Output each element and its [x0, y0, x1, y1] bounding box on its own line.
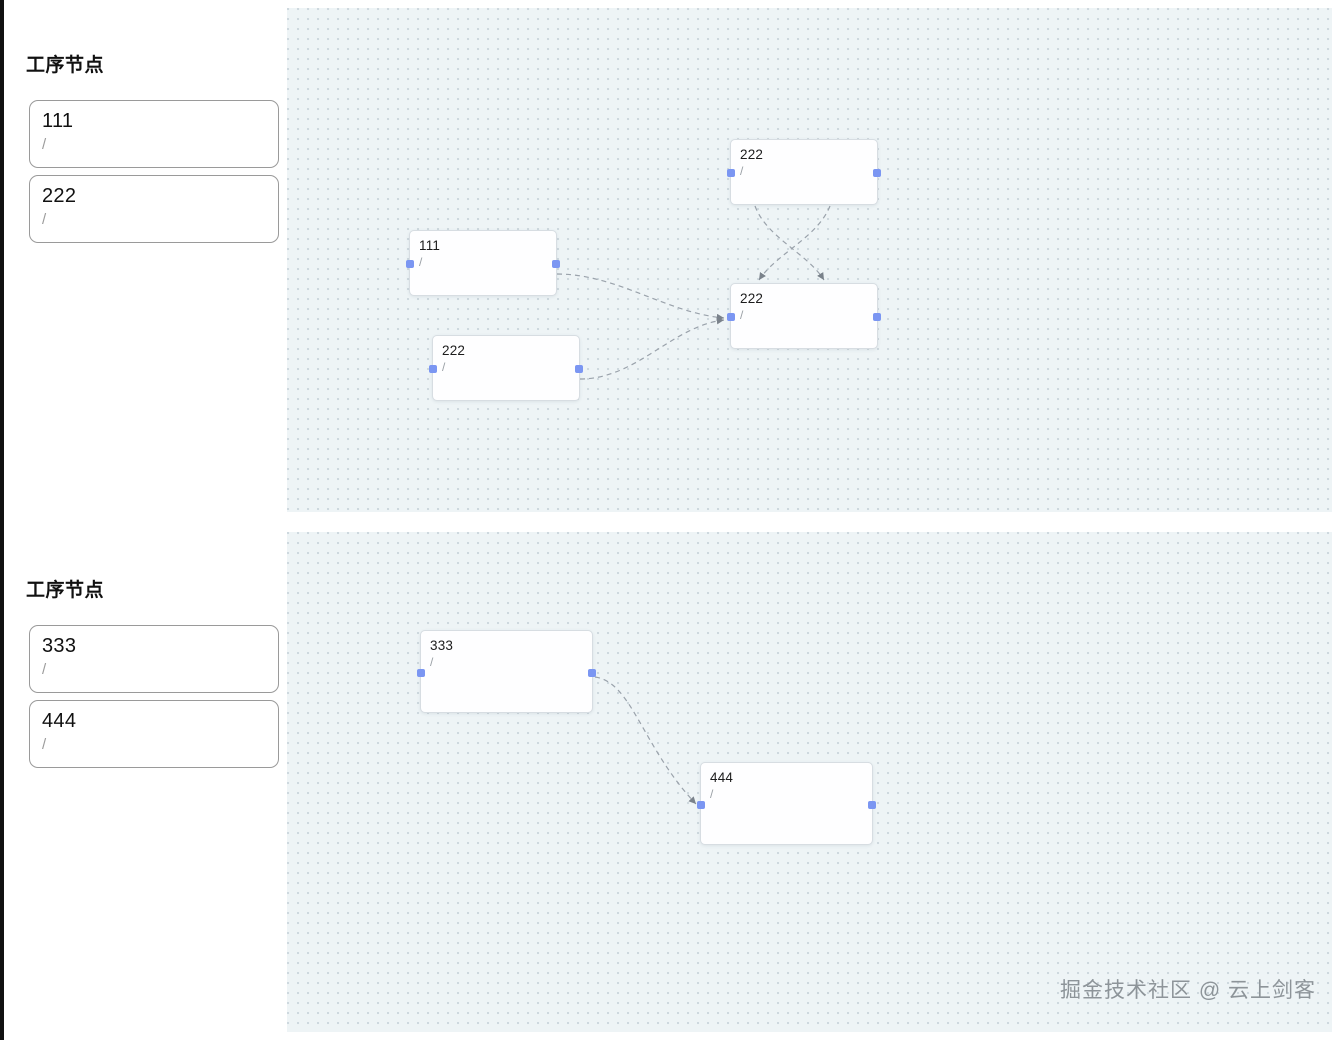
- flow-node-label: 222: [442, 343, 466, 358]
- sidebar-title: 工序节点: [26, 55, 105, 76]
- flow-node[interactable]: 222 /: [727, 139, 881, 205]
- flow-node[interactable]: 222 /: [429, 335, 583, 401]
- node-handle-right[interactable]: [588, 668, 596, 677]
- sidebar-top: 工序节点 111 / 222 /: [4, 0, 287, 512]
- sidebar-card-sub: /: [42, 211, 47, 228]
- sidebar-node-card[interactable]: 444 /: [29, 700, 279, 768]
- flow-canvas-top[interactable]: 222 / 111 / 222 / 222 /: [287, 8, 1332, 512]
- flow-node-sub: /: [710, 787, 714, 801]
- node-handle-right[interactable]: [575, 365, 583, 373]
- flow-node-label: 444: [710, 770, 734, 785]
- page-left-border: [0, 0, 4, 1040]
- flow-panel-bottom: 工序节点 333 / 444 / 333 /: [0, 532, 1332, 1040]
- node-handle-left[interactable]: [429, 365, 437, 373]
- flow-node-sub: /: [740, 164, 744, 178]
- flow-edges-top: [556, 205, 831, 380]
- node-handle-left[interactable]: [727, 169, 735, 177]
- flow-node-label: 222: [740, 291, 764, 306]
- node-handle-right[interactable]: [552, 260, 560, 268]
- sidebar-node-card[interactable]: 222 /: [29, 175, 279, 243]
- sidebar-card-label: 444: [42, 710, 77, 732]
- flow-node[interactable]: 333 /: [417, 630, 596, 713]
- node-handle-left[interactable]: [727, 313, 735, 321]
- sidebar-node-card[interactable]: 111 /: [29, 100, 279, 168]
- flow-node[interactable]: 222 /: [727, 283, 881, 349]
- node-handle-right[interactable]: [873, 169, 881, 177]
- sidebar-card-label: 111: [42, 110, 74, 132]
- flow-node-sub: /: [419, 255, 423, 269]
- watermark: 掘金技术社区 @ 云上剑客: [1060, 979, 1316, 1002]
- sidebar-node-card[interactable]: 333 /: [29, 625, 279, 693]
- flow-canvas-bottom[interactable]: 333 / 444 / 掘金技术社区 @ 云上剑客: [287, 532, 1332, 1032]
- sidebar-title: 工序节点: [26, 580, 105, 601]
- node-handle-left[interactable]: [697, 800, 705, 809]
- node-handle-left[interactable]: [417, 668, 425, 677]
- sidebar-bottom: 工序节点 333 / 444 /: [4, 532, 287, 1040]
- node-handle-left[interactable]: [406, 260, 414, 268]
- flow-node[interactable]: 111 /: [406, 230, 560, 296]
- sidebar-card-label: 333: [42, 635, 77, 657]
- flow-node-label: 222: [740, 147, 764, 162]
- node-handle-right[interactable]: [873, 313, 881, 321]
- flow-node-sub: /: [442, 360, 446, 374]
- sidebar-card-label: 222: [42, 185, 77, 207]
- sidebar-card-sub: /: [42, 661, 47, 678]
- sidebar-card-sub: /: [42, 736, 47, 753]
- flow-panel-top: 工序节点 111 / 222 / 222 /: [0, 0, 1332, 512]
- flow-edges-bottom: [594, 676, 697, 805]
- sidebar-card-sub: /: [42, 136, 47, 153]
- flow-node[interactable]: 444 /: [697, 762, 876, 845]
- flow-node-sub: /: [430, 655, 434, 669]
- flow-node-label: 111: [419, 238, 441, 253]
- flow-node-sub: /: [740, 308, 744, 322]
- flow-node-label: 333: [430, 638, 454, 653]
- node-handle-right[interactable]: [868, 800, 876, 809]
